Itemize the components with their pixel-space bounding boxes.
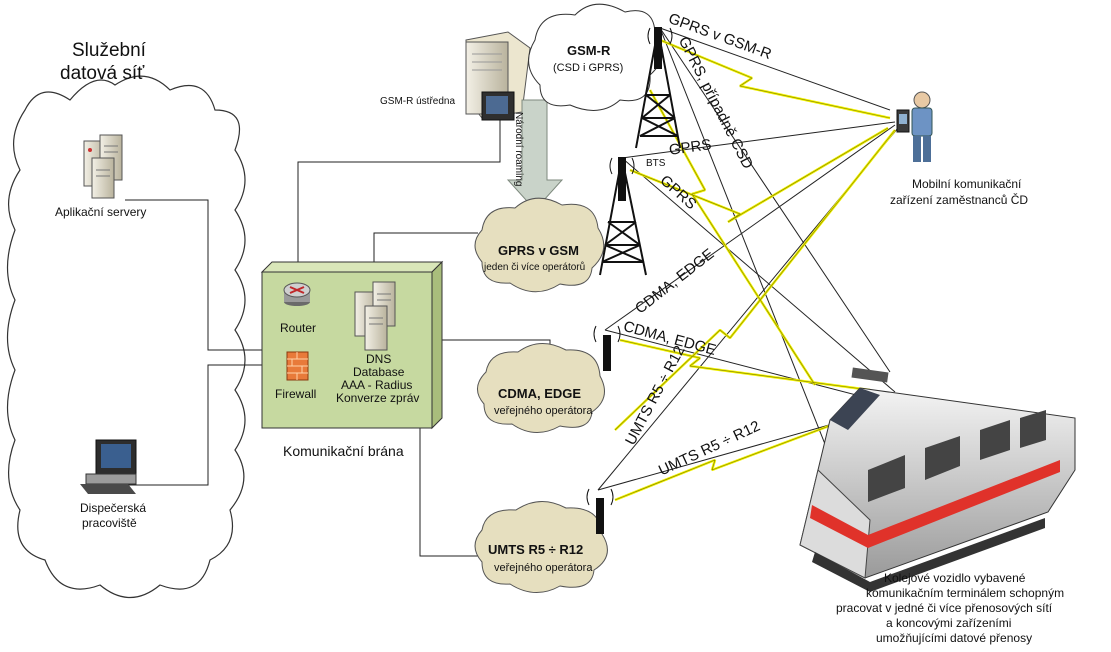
radio-links-yellow-outline — [614, 39, 896, 501]
cloud-cdma — [477, 343, 605, 433]
dispatch-label-line2: pracoviště — [82, 516, 137, 530]
train-icon — [799, 367, 1076, 592]
cdma-antenna-icon — [593, 325, 621, 371]
gsm-tower-icon — [599, 157, 647, 276]
service-network-cloud — [6, 75, 246, 598]
gsmr-exchange-label: GSM-R ústředna — [380, 96, 456, 107]
dispatch-label-line1: Dispečerská — [80, 501, 147, 515]
cloud-gsmr-sub: (CSD i GPRS) — [553, 62, 624, 74]
gateway-caption: Komunikační brána — [283, 443, 404, 459]
app-server-icon — [83, 134, 123, 199]
gsmr-tower-icon — [635, 27, 681, 149]
gateway-service-dns: DNS — [366, 352, 392, 366]
cloud-gprs-gsm — [474, 197, 605, 293]
gateway-server-icon — [354, 281, 396, 351]
cloud-umts-title: UMTS R5 ÷ R12 — [488, 542, 584, 557]
workstation-icon — [80, 439, 137, 494]
cloud-cdma-title: CDMA, EDGE — [498, 386, 582, 401]
network-title-line2: datová síť — [60, 63, 145, 84]
gateway-service-conversion: Konverze zpráv — [336, 391, 420, 405]
train-caption-line1: Kolejové vozidlo vybavené — [884, 571, 1026, 585]
gsmr-exchange-icon — [465, 31, 531, 121]
wired-links — [125, 110, 551, 557]
firewall-label: Firewall — [275, 387, 317, 401]
train-caption-line2: komunikačním terminálem schopným — [866, 586, 1065, 600]
cloud-gsmr-title: GSM-R — [567, 43, 611, 58]
app-servers-label: Aplikační servery — [55, 205, 147, 219]
umts-antenna-icon — [586, 488, 614, 534]
cloud-umts-sub: veřejného operátora — [494, 562, 593, 574]
mobile-caption-line1: Mobilní komunikační — [912, 177, 1022, 191]
mobile-employee-icon — [896, 91, 933, 162]
national-roaming-label: Národní roaming — [513, 112, 524, 187]
bts-label: BTS — [646, 158, 666, 169]
gateway-service-database: Database — [353, 365, 405, 379]
train-caption-line5: umožňujícími datové přenosy — [876, 631, 1033, 645]
cloud-umts — [474, 501, 608, 593]
train-caption-line3: pracovat v jedné či více přenosových sít… — [836, 601, 1053, 615]
router-icon — [283, 282, 311, 306]
roaming-arrow — [506, 99, 564, 211]
train-caption-line4: a koncovými zařízeními — [886, 616, 1012, 630]
network-title-line1: Služební — [72, 40, 146, 61]
cloud-gprs-title: GPRS v GSM — [498, 243, 579, 258]
gateway-service-aaa: AAA - Radius — [341, 378, 413, 392]
cloud-cdma-sub: veřejného operátora — [494, 405, 593, 417]
cloud-gprs-sub: jeden či více operátorů — [484, 262, 586, 273]
gateway-box — [260, 260, 444, 430]
router-label: Router — [280, 321, 317, 335]
mobile-caption-line2: zařízení zaměstnanců ČD — [890, 193, 1029, 207]
firewall-icon — [286, 351, 309, 381]
